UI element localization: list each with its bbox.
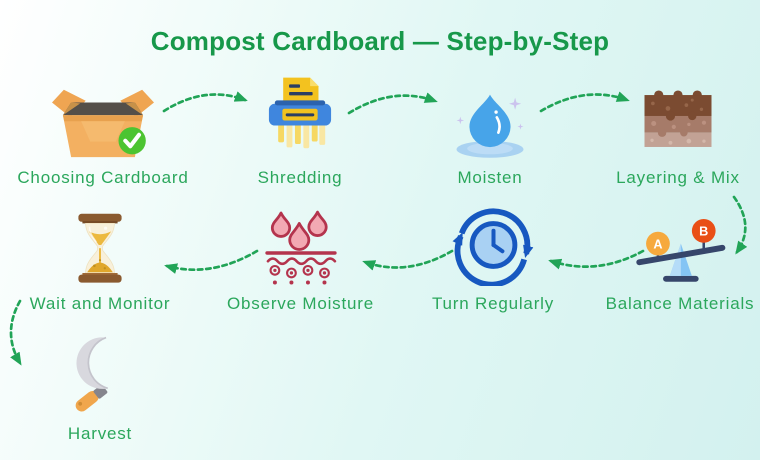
badge-b: B xyxy=(699,224,708,239)
step-label-moisten: Moisten xyxy=(457,168,523,187)
step-observe-moisture: Observe Moisture xyxy=(227,202,374,314)
cardboard-box-check-icon xyxy=(52,76,154,160)
moisture-observe-icon xyxy=(253,202,349,286)
water-drop-icon xyxy=(456,94,524,158)
step-choosing-cardboard: Choosing Cardboard xyxy=(8,76,198,188)
step-label-harvest: Harvest xyxy=(67,424,133,443)
step-shredding: Shredding xyxy=(230,76,370,188)
hourglass-icon xyxy=(78,213,122,283)
soil-layers-icon xyxy=(644,90,712,147)
balance-scale-icon: A B xyxy=(636,219,726,282)
sickle-icon xyxy=(75,336,108,412)
soil-layers-icon xyxy=(640,76,716,160)
water-drop-icon xyxy=(448,76,532,160)
step-moisten: Moisten xyxy=(420,76,560,188)
paper-shredder-icon xyxy=(258,76,342,160)
step-harvest: Harvest xyxy=(30,332,170,444)
step-label-choosing-cardboard: Choosing Cardboard xyxy=(17,168,189,187)
rotate-clock-icon xyxy=(452,208,533,286)
cardboard-box-check-icon xyxy=(52,89,154,158)
step-label-layering-mix: Layering & Mix xyxy=(616,168,740,187)
moisture-observe-icon xyxy=(264,210,337,285)
step-label-observe-moisture: Observe Moisture xyxy=(227,294,374,313)
balance-scale-icon: A B xyxy=(620,202,740,286)
step-layering-mix: Layering & Mix xyxy=(598,76,758,188)
step-balance-materials: A B Balance Materials xyxy=(600,202,760,314)
step-label-wait-and-monitor: Wait and Monitor xyxy=(29,294,171,313)
step-label-balance-materials: Balance Materials xyxy=(605,294,755,313)
badge-a: A xyxy=(653,236,662,251)
step-label-shredding: Shredding xyxy=(257,168,343,187)
rotate-clock-icon xyxy=(447,202,540,286)
hourglass-icon xyxy=(56,202,144,286)
step-label-turn-regularly: Turn Regularly xyxy=(431,294,555,313)
page-title: Compost Cardboard — Step-by-Step xyxy=(150,26,610,56)
sickle-icon xyxy=(57,332,143,416)
step-turn-regularly: Turn Regularly xyxy=(423,202,563,314)
paper-shredder-icon xyxy=(268,77,332,149)
step-wait-and-monitor: Wait and Monitor xyxy=(15,202,185,314)
